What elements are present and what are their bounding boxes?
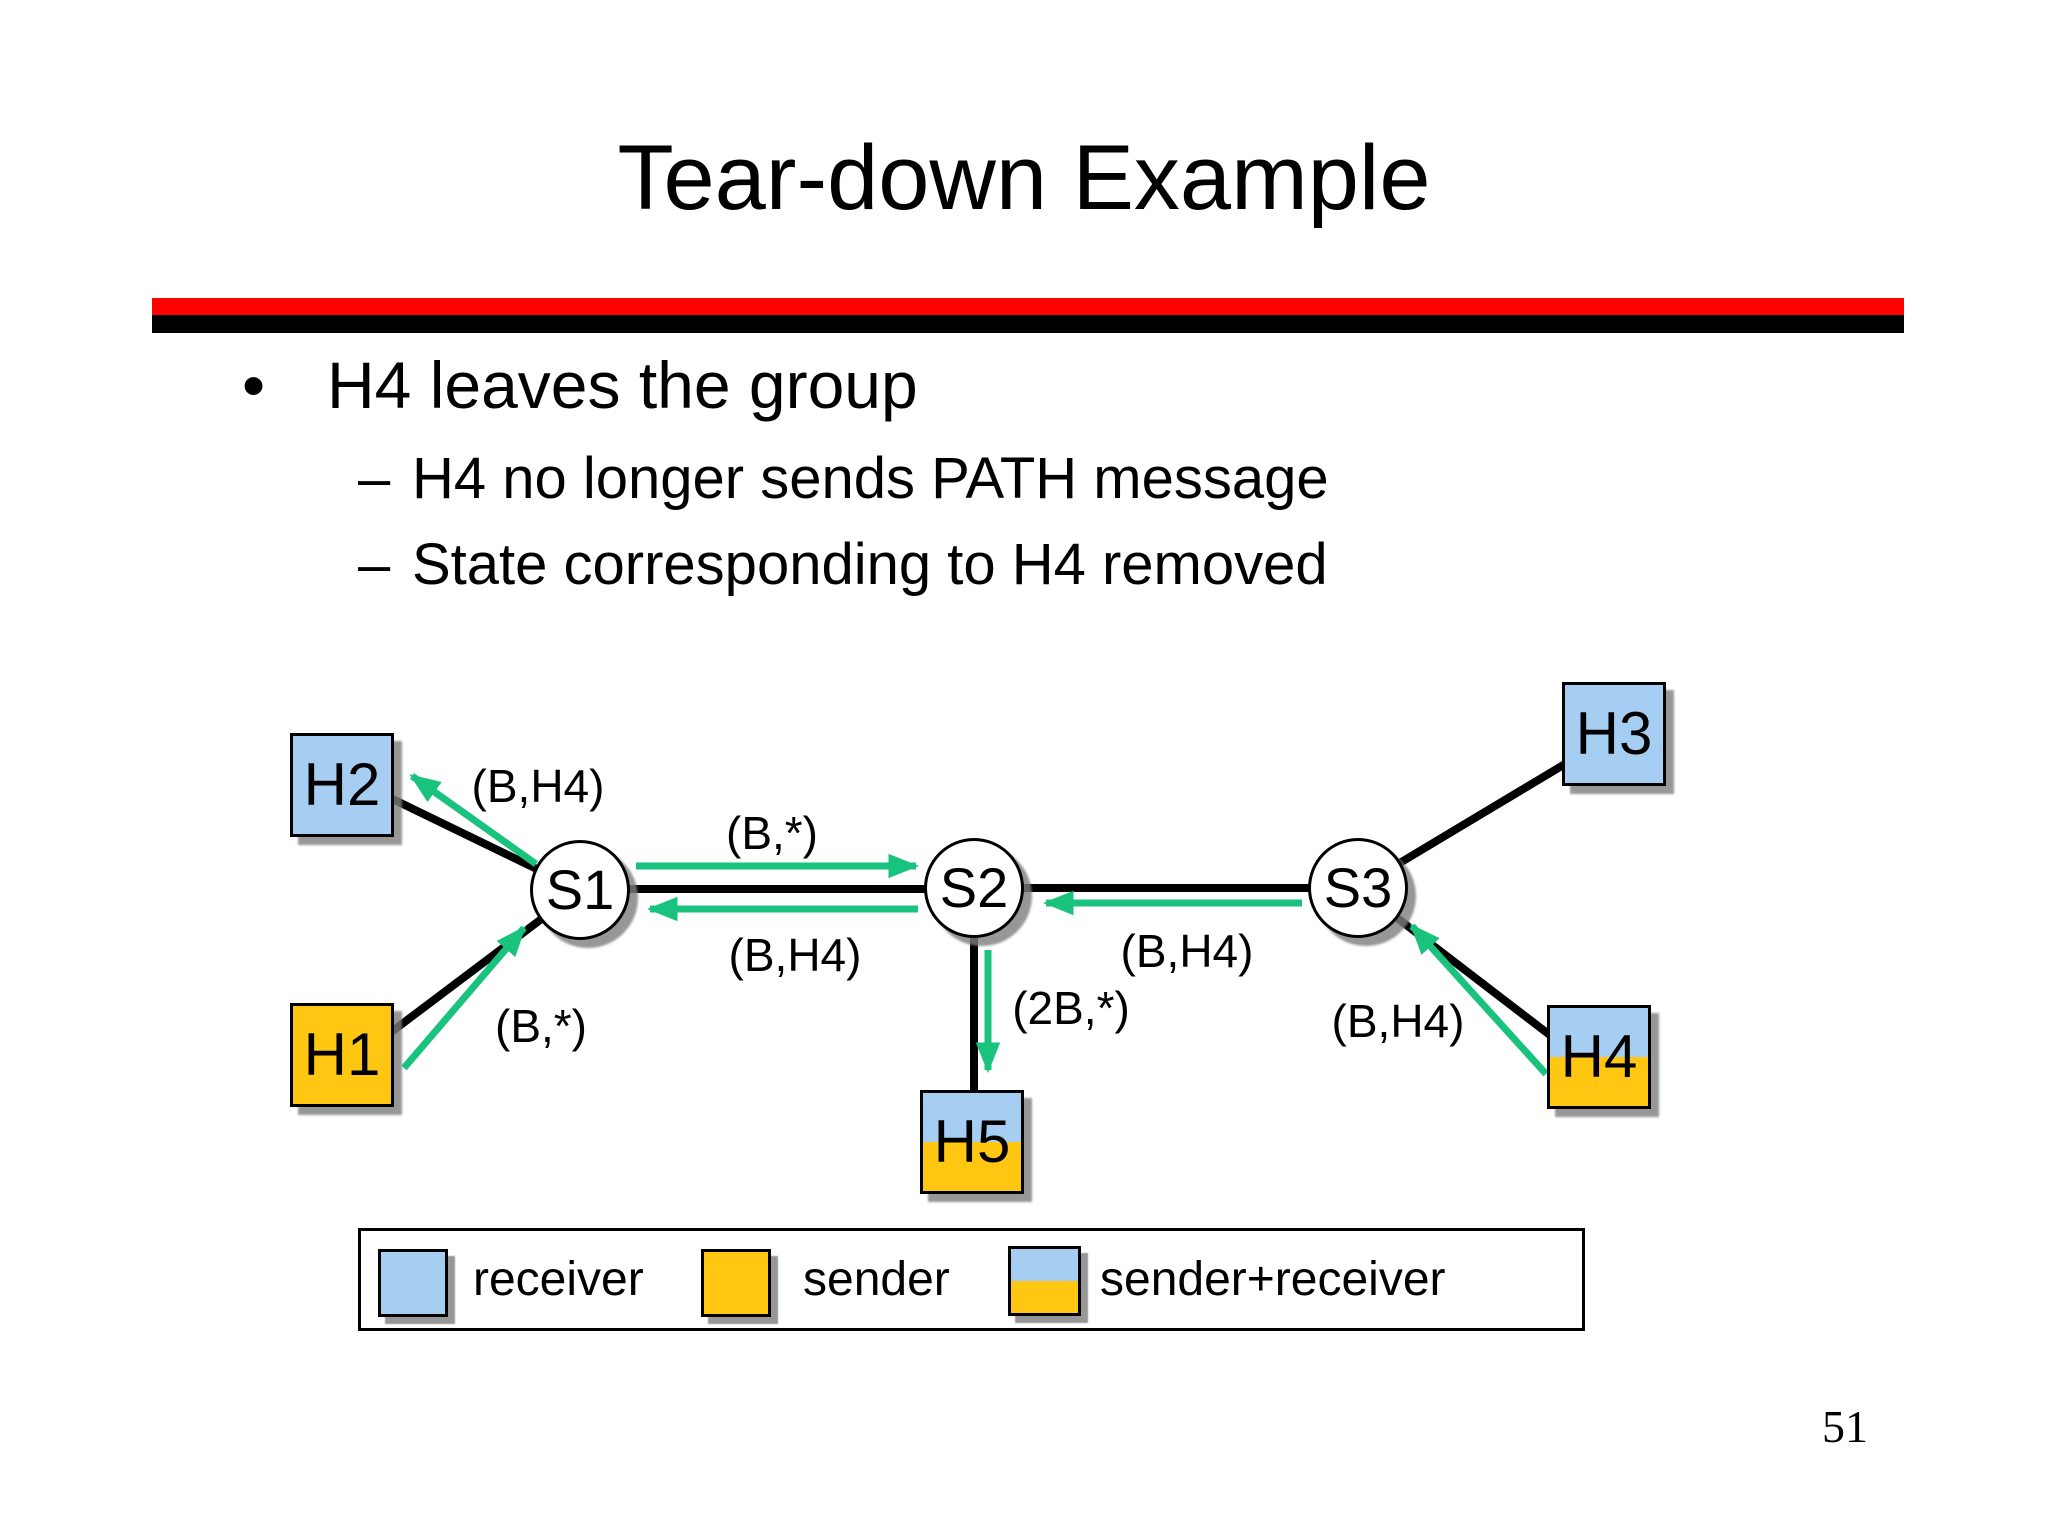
edge-label-h1-s1: (B,*): [495, 1000, 587, 1052]
host-h1: H1: [290, 1003, 394, 1107]
page-title: Tear-down Example: [617, 127, 1431, 229]
divider-black: [152, 315, 1904, 333]
host-label: H1: [303, 1021, 381, 1088]
divider-red: [152, 298, 1904, 315]
switch-s3: S3: [1308, 838, 1408, 938]
host-h3: H3: [1562, 682, 1666, 786]
sub-bullet-dash: –: [358, 532, 391, 597]
switch-label: S1: [545, 858, 615, 921]
sub-bullet-text: H4 no longer sends PATH message: [412, 446, 1329, 511]
bullet-glyph: •: [242, 348, 266, 422]
legend-swatch-sender: [701, 1249, 771, 1317]
arrow-h1-to-s1: [401, 925, 527, 1071]
legend-swatch-receiver: [378, 1249, 448, 1317]
arrow-s1-to-h2: [409, 773, 539, 867]
legend: receiver sender sender+receiver: [358, 1228, 1585, 1331]
host-label: H4: [1560, 1023, 1638, 1090]
sub-bullet-text: State corresponding to H4 removed: [412, 532, 1328, 597]
edge-label-s1-s2-bottom: (B,H4): [728, 929, 862, 981]
switch-label: S2: [939, 856, 1009, 919]
host-label: H3: [1575, 700, 1653, 767]
sub-bullet-dash: –: [358, 446, 391, 511]
switch-s2: S2: [924, 838, 1024, 938]
legend-label-sender-receiver: sender+receiver: [1100, 1252, 1446, 1306]
host-h2: H2: [290, 733, 394, 837]
edge-label-s1-h2: (B,H4): [471, 760, 605, 812]
host-h5: H5: [920, 1090, 1024, 1194]
arrow-h4-to-s3: [1409, 923, 1549, 1077]
edge-label-h4-s3: (B,H4): [1331, 995, 1465, 1047]
bullet-text: H4 leaves the group: [327, 348, 918, 422]
host-label: H2: [303, 751, 381, 818]
legend-label-receiver: receiver: [473, 1252, 644, 1306]
switch-label: S3: [1323, 856, 1393, 919]
host-label: H5: [933, 1108, 1011, 1175]
legend-label-sender: sender: [803, 1252, 950, 1306]
edge-label-s1-s2-top: (B,*): [726, 807, 818, 859]
legend-swatch-sender-receiver: [1008, 1246, 1081, 1316]
switch-s1: S1: [530, 840, 630, 940]
host-h4: H4: [1547, 1005, 1651, 1109]
edge-label-s2-h5: (2B,*): [1012, 982, 1130, 1034]
page-number: 51: [1822, 1401, 1868, 1452]
edge-label-s2-s3: (B,H4): [1120, 925, 1254, 977]
